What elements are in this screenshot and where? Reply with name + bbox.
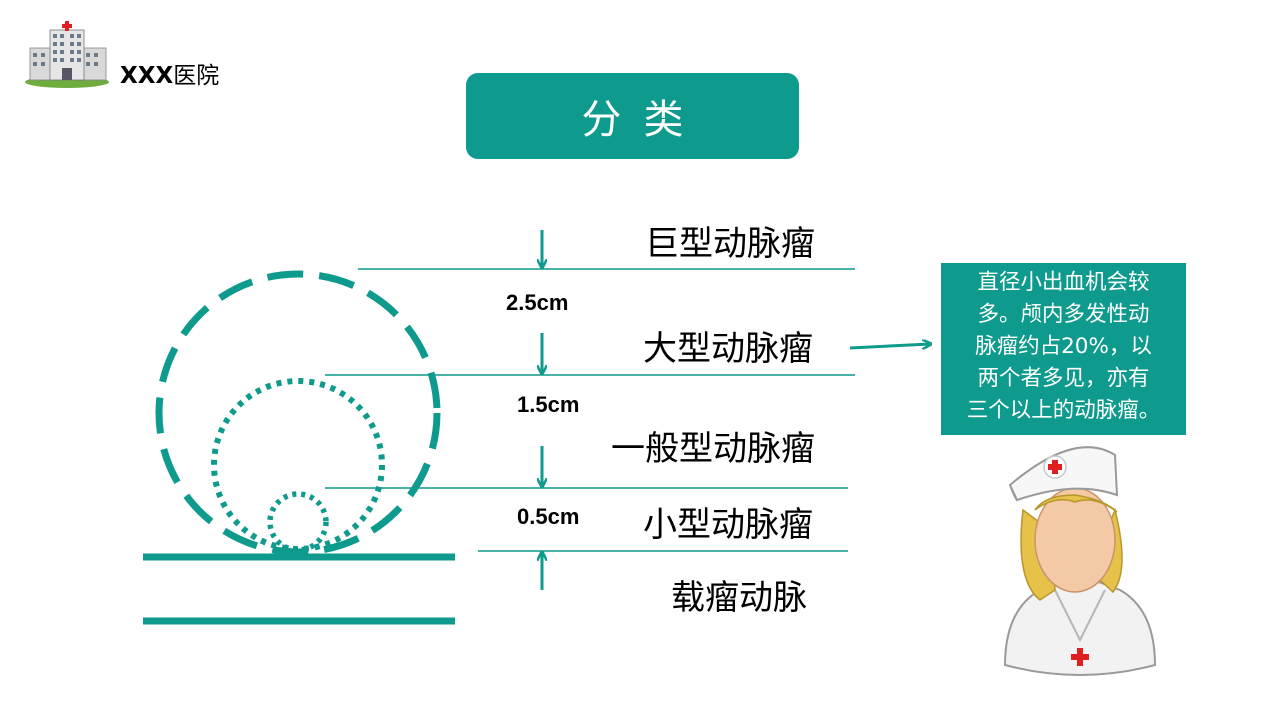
hospital-building-icon <box>25 21 109 88</box>
page-title: 分类 <box>581 97 706 143</box>
hospital-name-cn: 医院 <box>173 63 220 89</box>
giant-aneurysm-circle <box>155 270 441 556</box>
nurse-icon <box>1003 446 1157 676</box>
hospital-name: XXX医院 <box>120 56 219 90</box>
description-line: 三个以上的动脉瘤。 <box>966 398 1161 423</box>
threshold-2-5cm: 2.5cm <box>506 290 568 315</box>
description-line: 两个者多见，亦有 <box>977 366 1150 391</box>
title-banner: 分类 <box>466 73 799 159</box>
threshold-1-5cm: 1.5cm <box>517 392 579 417</box>
pointer-arrow-icon <box>849 344 930 350</box>
label-small-aneurysm: 小型动脉瘤 <box>643 505 813 545</box>
description-line: 直径小出血机会较 <box>977 270 1150 295</box>
label-parent-artery: 载瘤动脉 <box>671 578 807 618</box>
description-box: 直径小出血机会较 多。颅内多发性动 脉瘤约占20%，以 两个者多见，亦有 三个以… <box>941 263 1186 435</box>
small-aneurysm-circle <box>267 491 329 553</box>
label-large-aneurysm: 大型动脉瘤 <box>643 329 813 369</box>
description-line: 脉瘤约占20%，以 <box>975 334 1152 359</box>
general-aneurysm-circle <box>211 378 385 552</box>
hospital-name-latin: XXX <box>120 63 174 89</box>
label-giant-aneurysm: 巨型动脉瘤 <box>645 224 815 264</box>
description-line: 多。颅内多发性动 <box>977 302 1150 327</box>
label-general-aneurysm: 一般型动脉瘤 <box>611 429 815 469</box>
threshold-0-5cm: 0.5cm <box>517 504 579 529</box>
